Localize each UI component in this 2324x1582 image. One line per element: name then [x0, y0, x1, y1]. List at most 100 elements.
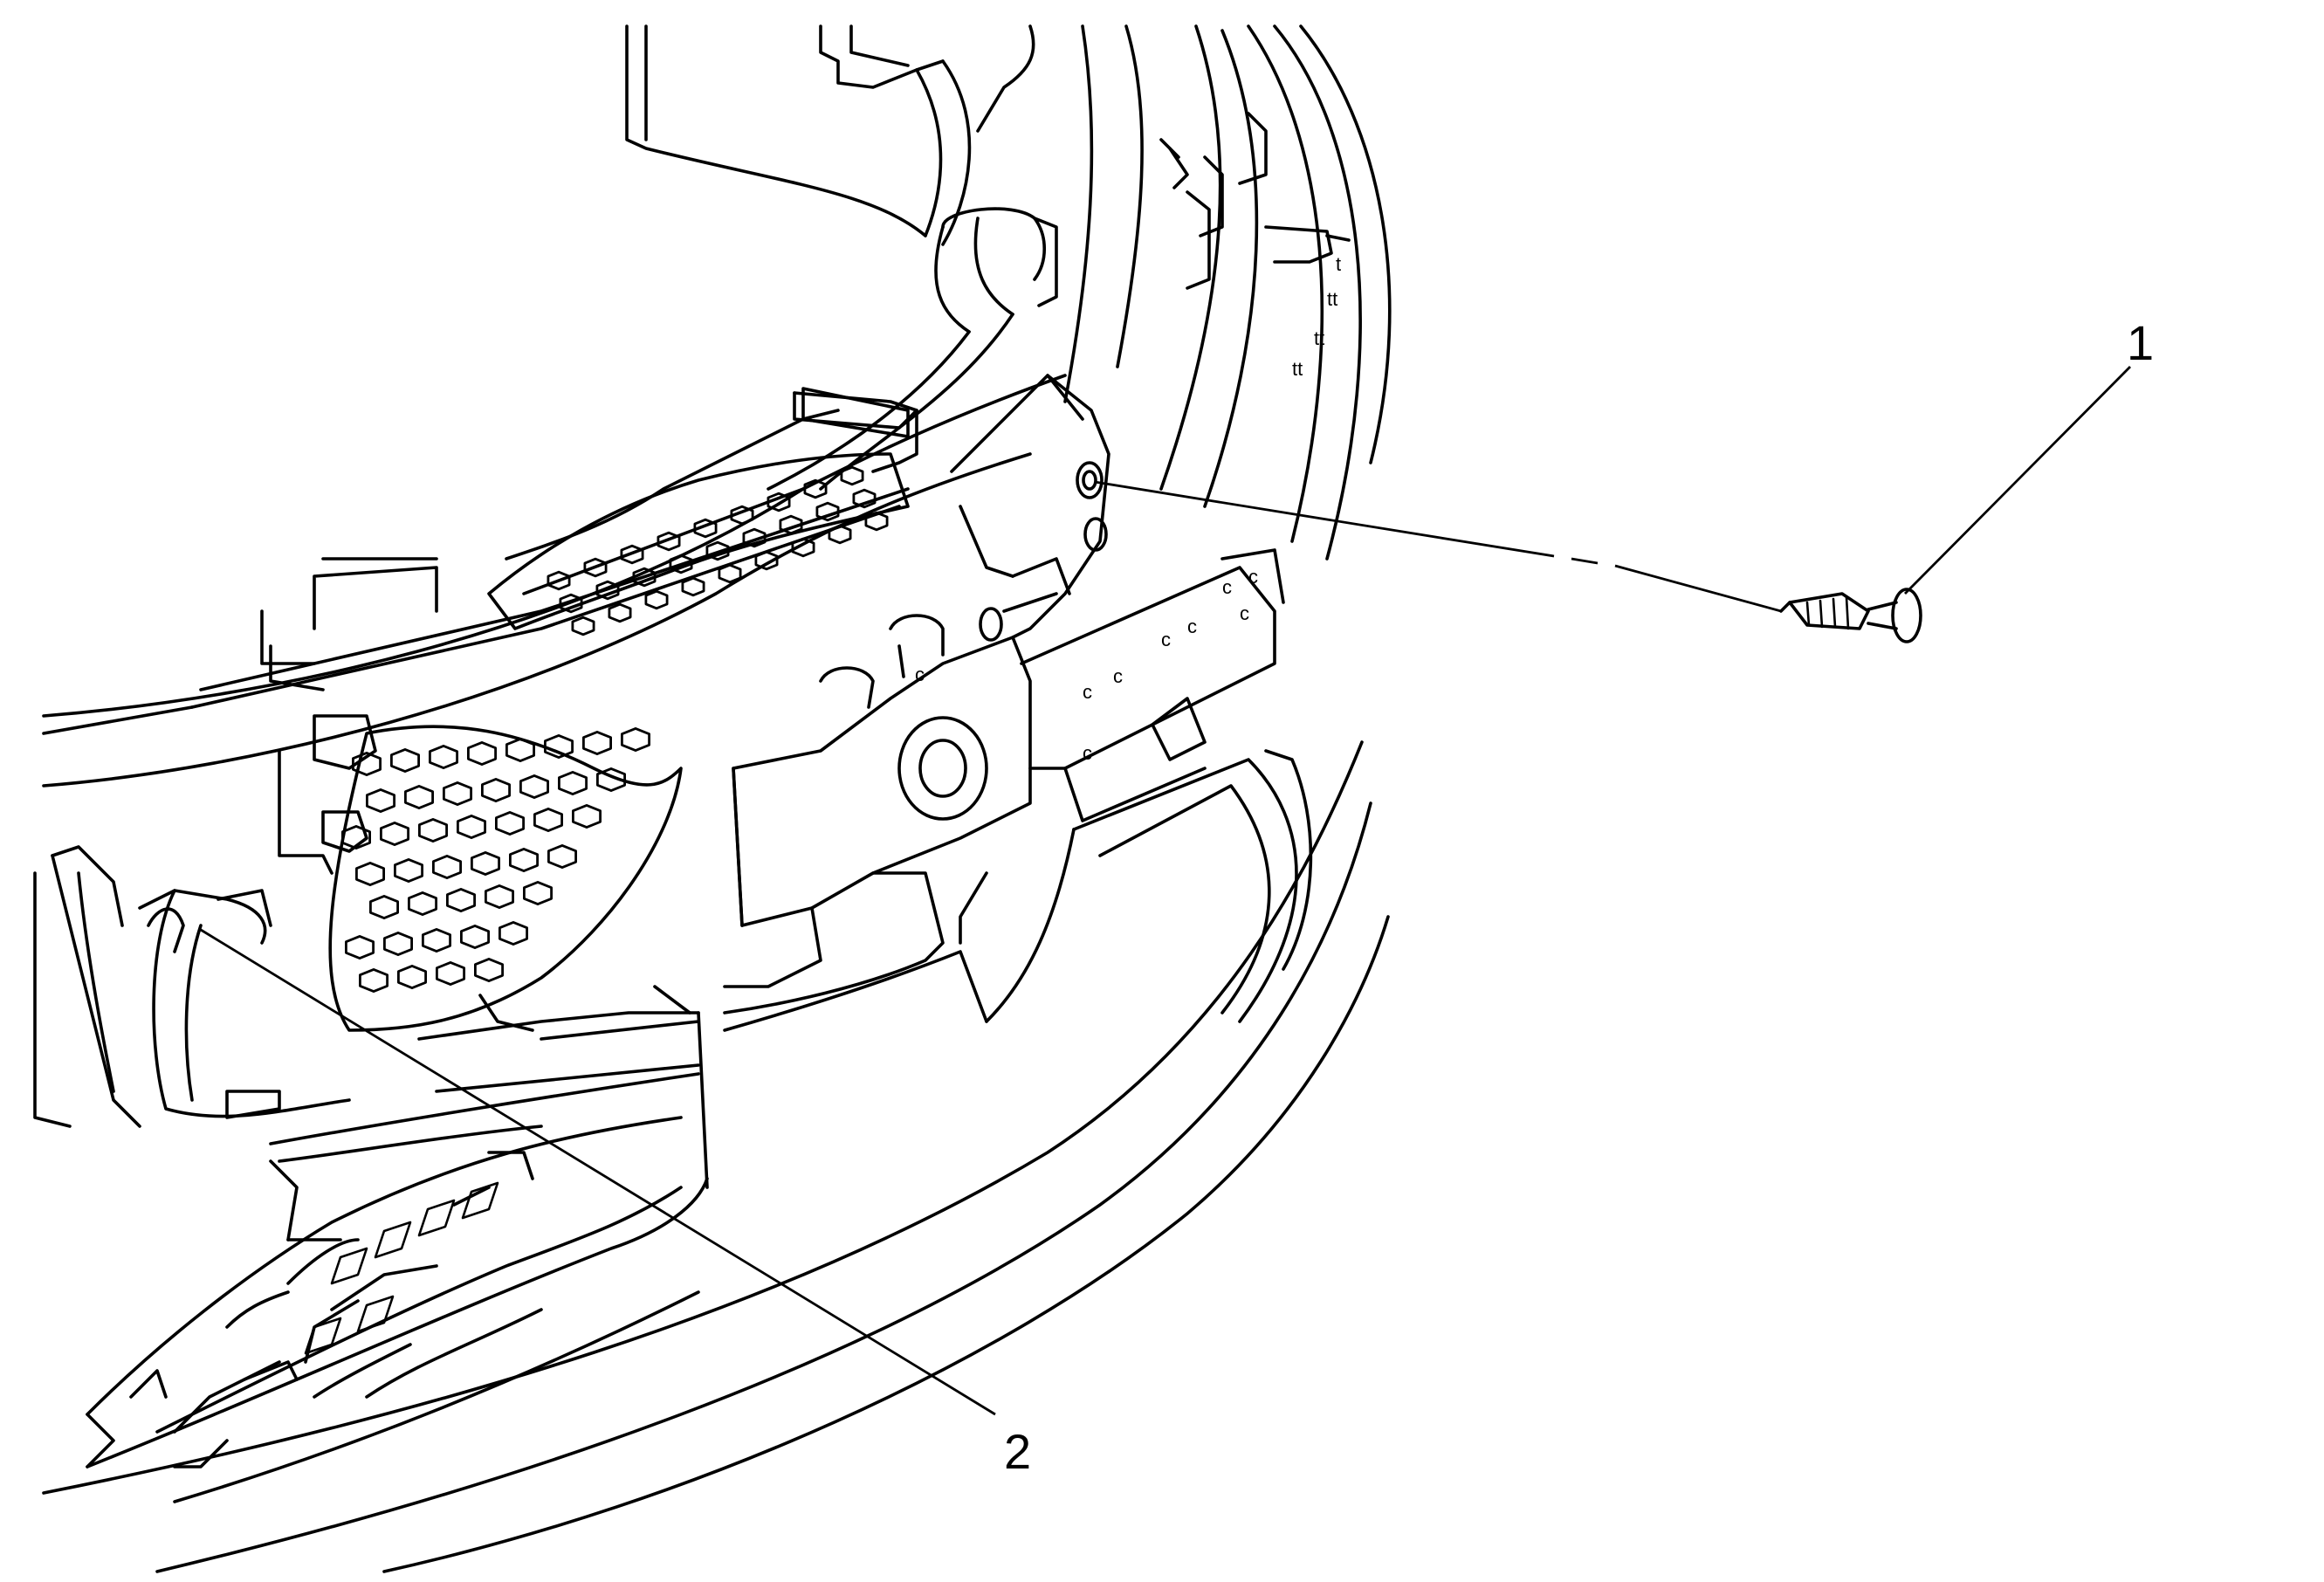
mesh-cell	[457, 815, 486, 839]
mesh-cell	[791, 537, 815, 558]
push-pin-fastener	[1779, 588, 1922, 643]
callout-1-label: 1	[2127, 315, 2154, 370]
svg-text:c: c	[1083, 742, 1092, 764]
mesh-cell	[435, 961, 465, 986]
mesh-cell	[803, 478, 828, 499]
svg-text:tt: tt	[1327, 288, 1337, 310]
left-bracket	[42, 557, 438, 875]
mesh-cell	[428, 745, 458, 769]
fastener-bracket	[950, 374, 1110, 642]
lower-splitter	[86, 1116, 709, 1503]
mesh-cell	[474, 958, 504, 982]
mesh-cell	[583, 557, 608, 578]
mesh-cell	[595, 580, 620, 601]
upper-mesh	[487, 452, 910, 636]
mesh-cell	[828, 524, 852, 545]
svg-text:t: t	[1336, 253, 1341, 275]
mesh-cell	[544, 734, 574, 759]
mesh-cell	[417, 818, 449, 843]
svg-text:c: c	[1083, 681, 1092, 703]
mesh-cell	[368, 895, 400, 919]
mesh-cell	[547, 570, 571, 591]
callout-2-leader	[200, 928, 996, 1416]
mesh-cell	[742, 527, 767, 548]
mesh-cell	[681, 576, 705, 597]
bumper-fascia	[42, 740, 1390, 1573]
mesh-cell	[442, 781, 472, 806]
upper-hose	[767, 207, 1058, 491]
svg-text:c: c	[1113, 665, 1123, 687]
svg-text:c: c	[1187, 616, 1197, 637]
mesh-cell	[396, 965, 428, 989]
mesh-cell	[393, 858, 424, 883]
svg-text:tt: tt	[1292, 358, 1303, 380]
right-bracket: c c c c c c c c tt tt tt t	[1020, 253, 1341, 822]
mesh-cell	[471, 851, 500, 876]
mesh-cell	[815, 501, 840, 522]
mesh-cell	[379, 822, 410, 846]
mesh-cell	[358, 968, 389, 993]
mesh-cell	[852, 488, 877, 509]
mesh-cell	[559, 593, 583, 614]
svg-text:c: c	[1248, 566, 1258, 588]
mesh-cell	[572, 804, 602, 829]
mesh-cell	[558, 771, 588, 795]
mesh-cell	[621, 727, 650, 752]
svg-text:c: c	[1240, 602, 1249, 624]
mesh-cell	[365, 788, 396, 813]
mesh-cell	[421, 928, 451, 953]
mesh-cell	[407, 891, 438, 916]
mesh-cell	[864, 511, 889, 532]
svg-text:c: c	[1161, 629, 1171, 650]
mesh-cell	[669, 554, 693, 574]
mesh-cell	[657, 531, 681, 552]
mesh-cell	[485, 884, 514, 909]
callout-2-label: 2	[1004, 1424, 1031, 1479]
lower-air-dam	[269, 871, 988, 1189]
mesh-cell	[509, 848, 539, 872]
mesh-cell	[705, 540, 730, 561]
svg-text:c: c	[915, 664, 925, 685]
mesh-cell	[718, 563, 742, 584]
side-brackets	[1159, 112, 1351, 290]
lower-mesh	[328, 725, 683, 1032]
center-mount-block: c	[732, 614, 1032, 927]
beam-top-tab	[801, 387, 910, 438]
svg-text:c: c	[1222, 576, 1232, 598]
mesh-cell	[481, 778, 511, 802]
mesh-cell	[340, 825, 372, 849]
svg-text:tt: tt	[1314, 327, 1324, 349]
mesh-cell	[389, 748, 421, 773]
energy-absorber-beam	[42, 374, 1067, 788]
mesh-cell	[495, 811, 525, 836]
mesh-cell	[779, 514, 803, 535]
mesh-cell	[460, 925, 490, 949]
mesh-cell	[547, 844, 577, 869]
mesh-cell	[523, 881, 553, 905]
mesh-cell	[840, 465, 864, 486]
mesh-cell	[519, 774, 549, 799]
mesh-cell	[446, 888, 476, 912]
mesh-cell	[608, 602, 632, 623]
mesh-cell	[582, 731, 612, 755]
mesh-cell	[505, 738, 535, 762]
mesh-cell	[382, 932, 414, 956]
mesh-cell	[467, 741, 497, 766]
radiator-support-upper	[625, 24, 1392, 561]
mesh-cell	[644, 589, 669, 610]
mesh-cell	[351, 752, 382, 776]
callout-1-leader	[1904, 366, 2131, 595]
left-vent-housing	[33, 845, 351, 1128]
mesh-cell	[596, 767, 626, 792]
mesh-cell	[754, 550, 779, 571]
mesh-cell	[620, 544, 644, 565]
mesh-cell	[344, 935, 375, 960]
mesh-cell	[730, 505, 754, 526]
fastener-install-line	[1094, 480, 1782, 613]
mesh-cell	[632, 567, 657, 588]
mesh-cell	[693, 518, 718, 539]
mesh-cell	[431, 855, 462, 879]
mesh-cell	[354, 862, 386, 886]
mesh-cell	[533, 808, 563, 832]
